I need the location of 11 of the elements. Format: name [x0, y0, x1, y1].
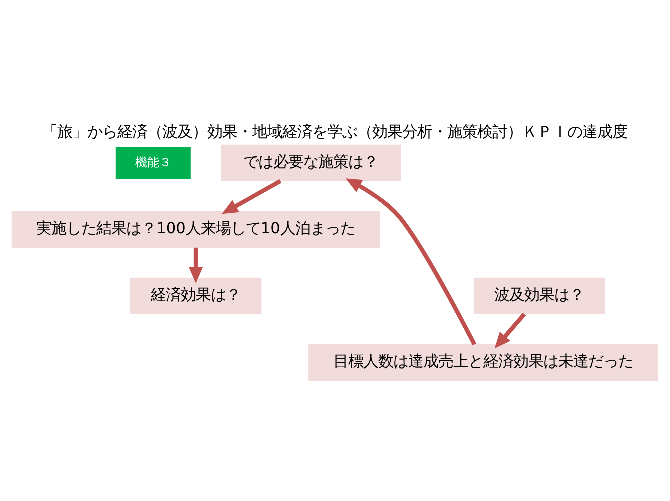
node-box: 目標人数は達成売上と経済効果は未達だった [308, 344, 658, 381]
node-box: 波及効果は？ [474, 277, 606, 314]
arrow [189, 247, 204, 283]
node-box: 実施した結果は？100人来場して10人泊まった [12, 210, 380, 248]
node-box: 機能３ [116, 146, 191, 179]
diagram-title: 「旅」から経済（波及）効果・地域経済を学ぶ（効果分析・施策検討）ＫＰＩの達成度 [42, 122, 628, 141]
arrow [222, 178, 282, 214]
node-box: では必要な施策は？ [221, 144, 402, 182]
arrow [346, 178, 477, 346]
arrow [494, 312, 526, 348]
node-box: 経済効果は？ [130, 277, 262, 314]
